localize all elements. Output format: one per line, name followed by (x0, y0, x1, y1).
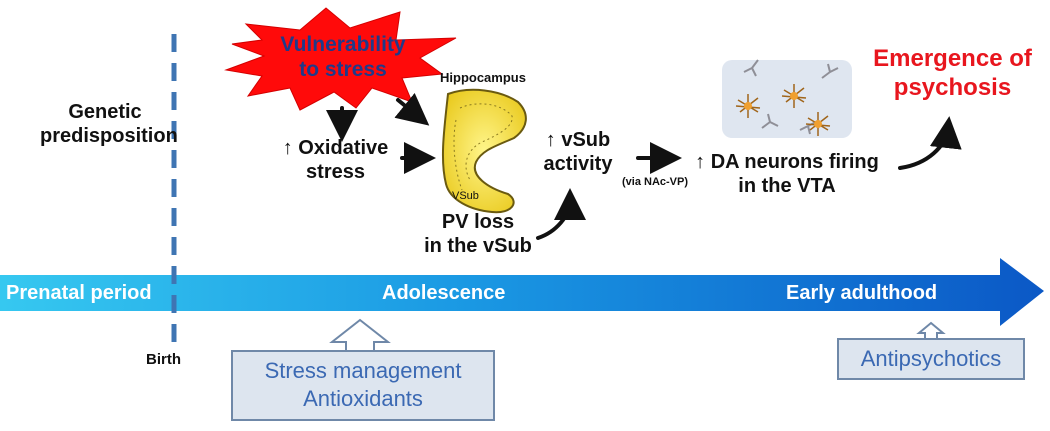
hippocampus-dotted-line-2 (453, 119, 463, 191)
genetic-line-2: predisposition (40, 125, 178, 147)
arrow-vulnerability-to-hippocampus (394, 92, 430, 126)
intervention-box-adolescence (231, 350, 495, 421)
timeline-early-adulthood: Early adulthood (786, 282, 938, 304)
hippocampus-dotted-line (459, 103, 513, 181)
oxidative-stress-label: ↑ Oxidative stress (268, 136, 403, 184)
timeline-arrow (0, 258, 1044, 326)
da-neurons-line-2: in the VTA (738, 175, 836, 197)
genetic-line-1: Genetic (68, 101, 142, 123)
vsub-activity-line-2: activity (543, 153, 613, 175)
hollow-arrow-adulthood (916, 321, 946, 341)
hollow-arrow-adolescence (329, 318, 391, 353)
grey-neuron-icons (743, 59, 839, 135)
oxidative-line-2: stress (306, 161, 365, 183)
vulnerability-label: Vulnerability to stress (258, 32, 428, 82)
hippocampus-label: Hippocampus (440, 70, 526, 85)
genetic-predisposition-label: Genetic predisposition (40, 100, 178, 148)
intervention-adulthood-text: Antipsychotics (860, 346, 1002, 371)
pv-loss-line-1: PV loss (441, 211, 515, 233)
da-neuron-icons (735, 84, 831, 136)
antioxidants-label: Antioxidants (303, 385, 423, 411)
vta-neuron-panel (722, 60, 852, 138)
timeline-prenatal: Prenatal period (6, 282, 152, 304)
oxidative-line-1: ↑ Oxidative (282, 137, 389, 159)
hippocampus-shape (441, 88, 527, 214)
pv-loss-line-2: in the vSub (424, 235, 532, 257)
emergence-line-1: Emergence of (873, 45, 1032, 72)
vulnerability-line-2: to stress (299, 58, 387, 82)
pv-loss-label: PV loss in the vSub (418, 210, 538, 258)
da-neurons-line-1: ↑ DA neurons firing (695, 151, 879, 173)
vulnerability-line-1: Vulnerability (280, 33, 406, 56)
arrow-pvloss-to-vsub (536, 188, 586, 240)
vsub-activity-label: ↑ vSub activity (528, 128, 628, 176)
intervention-adolescence-text: Stress management Antioxidants (232, 357, 494, 412)
da-neurons-label: ↑ DA neurons firing in the VTA (672, 150, 902, 198)
emergence-line-2: psychosis (893, 73, 1012, 101)
intervention-box-adulthood (837, 338, 1025, 380)
emergence-label: Emergence of psychosis (860, 45, 1045, 103)
vsub-activity-line-1: ↑ vSub (545, 129, 611, 151)
stress-management-label: Stress management (264, 358, 462, 383)
vulnerability-starburst (224, 7, 457, 111)
arrow-da-to-emergence (898, 116, 962, 170)
via-nac-vp-label: (via NAc-VP) (622, 176, 689, 188)
timeline-adolescence: Adolescence (382, 282, 506, 304)
vsub-region-label: VSub (452, 190, 479, 202)
birth-label: Birth (146, 351, 181, 368)
